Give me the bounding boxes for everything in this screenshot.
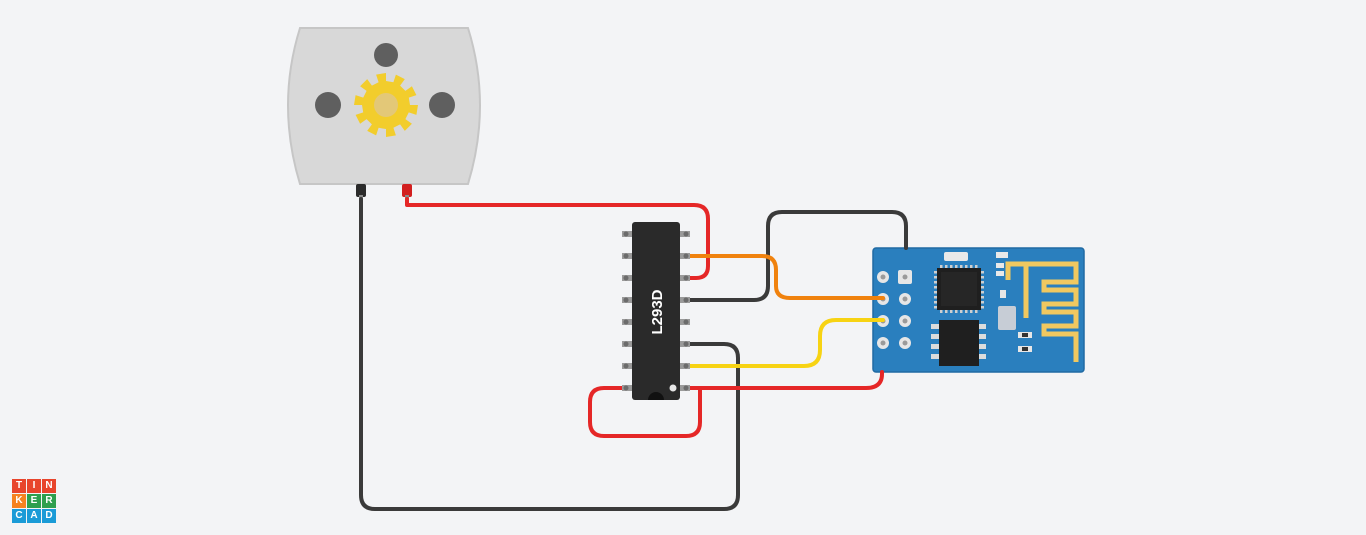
logo-letter: I xyxy=(27,479,41,493)
smd-component xyxy=(998,306,1016,330)
chip-pin xyxy=(981,271,984,274)
pin-hole xyxy=(902,318,908,324)
wire-black-ic-to-esp[interactable] xyxy=(684,210,908,302)
wire-red-ic-loop[interactable] xyxy=(588,386,702,438)
motor-screw-top xyxy=(374,43,398,67)
led-component xyxy=(996,252,1008,258)
logo-letter: T xyxy=(12,479,26,493)
motor-screw-left xyxy=(315,92,341,118)
ic-pin-end xyxy=(683,319,689,325)
motor-terminal-red[interactable] xyxy=(402,184,412,197)
l293d-ic[interactable]: L293D xyxy=(622,222,690,400)
ic-pin-end xyxy=(623,253,629,259)
ic-pin-end xyxy=(623,231,629,237)
ic-pin-end xyxy=(683,253,689,259)
ic-label: L293D xyxy=(649,289,666,334)
wire-orange-ic-to-esp[interactable] xyxy=(684,254,885,300)
smd-component xyxy=(996,263,1004,268)
chip-pin xyxy=(934,276,937,279)
chip-pin xyxy=(950,310,953,313)
chip-pin xyxy=(981,291,984,294)
chip-pin xyxy=(970,265,973,268)
logo-letter: N xyxy=(42,479,56,493)
wifi-module-header-pins xyxy=(877,270,912,349)
wifi-module[interactable] xyxy=(872,247,1085,373)
smd-component xyxy=(1022,347,1028,351)
wire-yellow-ic-to-esp[interactable] xyxy=(684,318,885,368)
chip-pin xyxy=(934,286,937,289)
chip-pin xyxy=(934,306,937,309)
logo-letter: R xyxy=(42,494,56,508)
pcb-antenna-icon xyxy=(1005,261,1079,362)
chip-pin xyxy=(934,281,937,284)
main-chip xyxy=(934,265,984,313)
chip-pin xyxy=(955,265,958,268)
smd-component xyxy=(1022,333,1028,337)
wires xyxy=(359,197,908,511)
ic-pin-end xyxy=(623,275,629,281)
chip-pin xyxy=(965,310,968,313)
logo-letter: D xyxy=(42,509,56,523)
flash-chip xyxy=(931,320,986,366)
chip-pin xyxy=(934,291,937,294)
wire-red-motor-to-ic[interactable] xyxy=(405,197,710,280)
chip-pin xyxy=(981,286,984,289)
chip-pin xyxy=(945,265,948,268)
motor-terminal-black[interactable] xyxy=(356,184,366,197)
chip-pin xyxy=(945,310,948,313)
chip-pin xyxy=(975,310,978,313)
ic-pin-end xyxy=(683,341,689,347)
ic-pin-end xyxy=(623,319,629,325)
chip-pin xyxy=(950,265,953,268)
ic-pin1-dot xyxy=(669,384,677,392)
chip-pin xyxy=(981,301,984,304)
logo-letter: C xyxy=(12,509,26,523)
ic-pin-end xyxy=(683,297,689,303)
ic-pin-end xyxy=(623,297,629,303)
chip-pin xyxy=(960,310,963,313)
pin-hole xyxy=(902,274,908,280)
dc-motor[interactable] xyxy=(287,27,481,200)
ic-notch xyxy=(648,392,664,400)
motor-screw-right xyxy=(429,92,455,118)
chip-pin xyxy=(940,310,943,313)
chip-pin xyxy=(934,296,937,299)
chip-pin xyxy=(934,301,937,304)
wire-red-ic-to-esp[interactable] xyxy=(684,370,884,390)
chip-pin xyxy=(960,265,963,268)
chip-pin xyxy=(981,276,984,279)
ic-pin-end xyxy=(683,231,689,237)
logo-letter: E xyxy=(27,494,41,508)
smd-component xyxy=(996,271,1004,276)
ic-pin-end xyxy=(683,275,689,281)
logo-letter: A xyxy=(27,509,41,523)
chip-pin xyxy=(981,296,984,299)
chip-pin xyxy=(934,271,937,274)
pin-hole xyxy=(902,340,908,346)
ic-pin-end xyxy=(623,385,629,391)
gear-hub xyxy=(374,93,398,117)
ic-body[interactable] xyxy=(632,222,680,400)
chip-pin xyxy=(970,310,973,313)
pin-hole xyxy=(880,274,886,280)
logo-letter: K xyxy=(12,494,26,508)
chip-pin xyxy=(981,281,984,284)
pin-hole xyxy=(880,340,886,346)
pin-hole xyxy=(902,296,908,302)
ic-pin-end xyxy=(683,363,689,369)
chip-pin xyxy=(975,265,978,268)
smd-component xyxy=(1000,290,1006,298)
ic-pin-end xyxy=(623,363,629,369)
crystal-component xyxy=(944,252,968,261)
chip-pin xyxy=(940,265,943,268)
ic-pin-end xyxy=(623,341,629,347)
wire-black-motor-to-ic[interactable] xyxy=(359,197,740,511)
ic-pin-end xyxy=(683,385,689,391)
chip-pin xyxy=(981,306,984,309)
chip-pin xyxy=(955,310,958,313)
chip-pin xyxy=(965,265,968,268)
motor-gear-icon xyxy=(354,73,418,137)
